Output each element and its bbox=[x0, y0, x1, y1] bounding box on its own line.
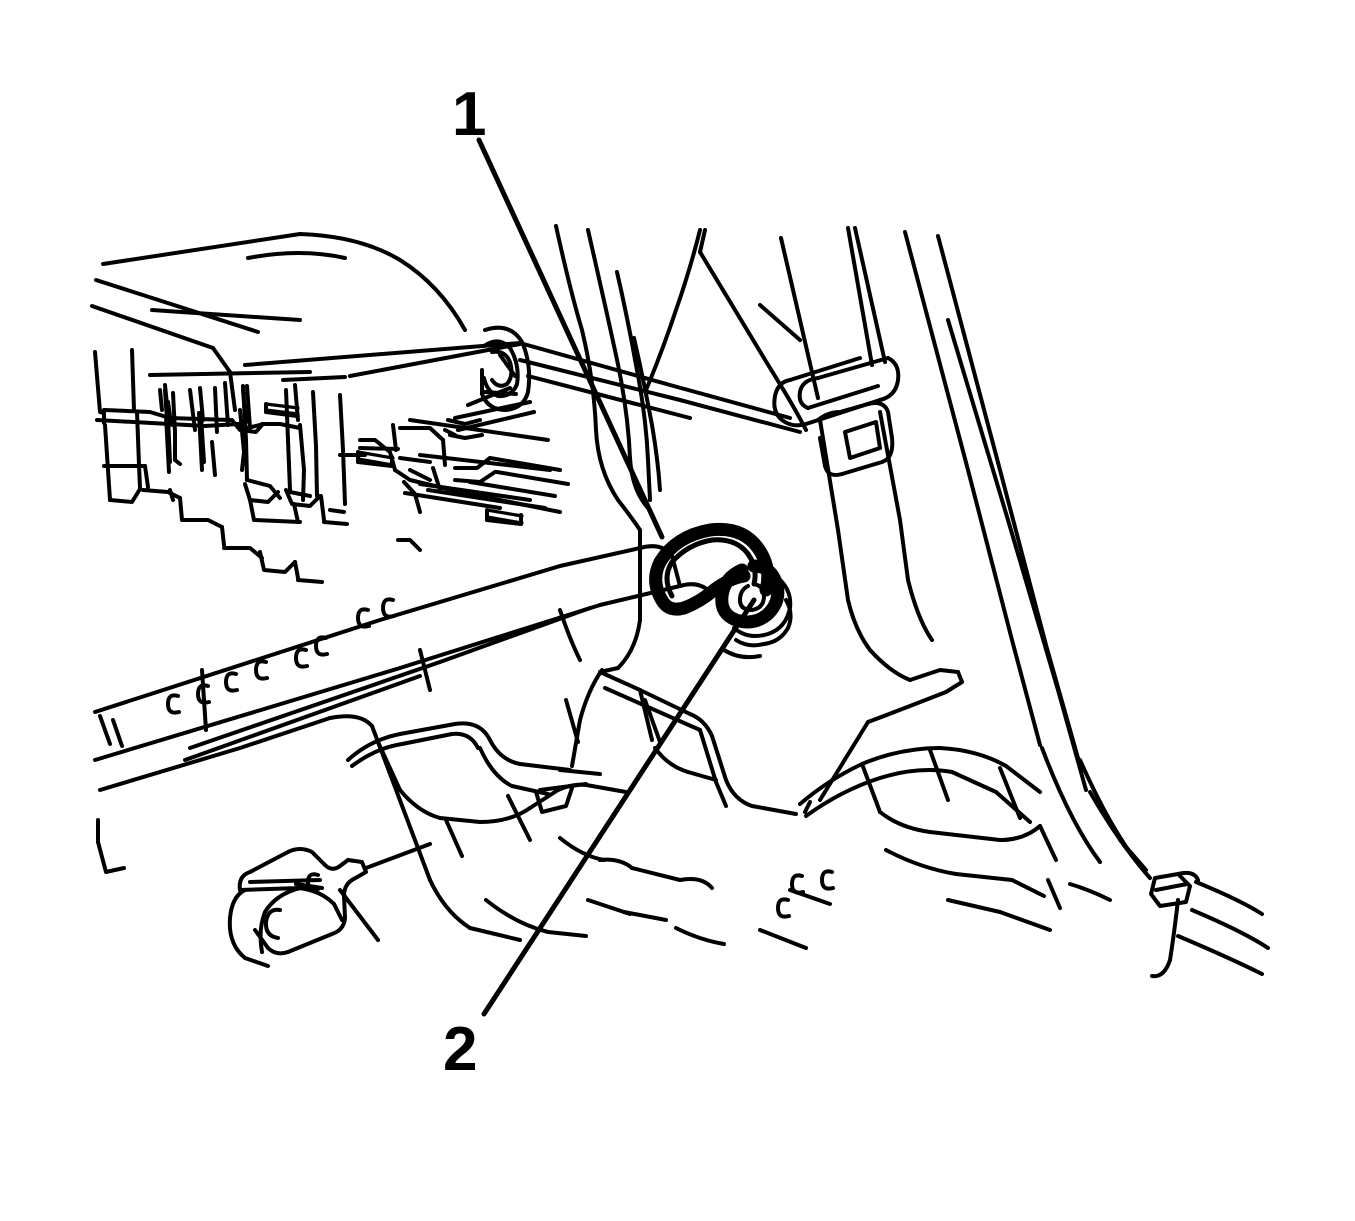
callout-2-label: 2 bbox=[443, 1015, 477, 1084]
anchor-loop-eye bbox=[715, 559, 793, 660]
callout-2[interactable]: 2 bbox=[443, 597, 757, 1084]
b-pillar-trim bbox=[903, 230, 1152, 880]
floor-pan bbox=[346, 721, 726, 946]
seat-track-rail bbox=[241, 341, 802, 584]
callout-1-leader bbox=[476, 137, 665, 540]
rocker-sill-panel bbox=[93, 544, 714, 882]
seat-support-plate bbox=[264, 402, 562, 526]
right-sill-extension bbox=[758, 746, 1062, 950]
callout-1-label: 1 bbox=[452, 80, 486, 149]
callout-1[interactable]: 1 bbox=[452, 80, 665, 540]
door-weatherstrip-clip bbox=[1068, 838, 1270, 979]
seat-belt-webbing bbox=[758, 226, 964, 814]
floor-tunnel bbox=[564, 668, 798, 816]
callout-2-leader bbox=[481, 597, 757, 1017]
mounting-bracket bbox=[227, 842, 432, 968]
grommet-hole bbox=[480, 325, 532, 412]
belt-anchor-plate bbox=[816, 401, 895, 477]
